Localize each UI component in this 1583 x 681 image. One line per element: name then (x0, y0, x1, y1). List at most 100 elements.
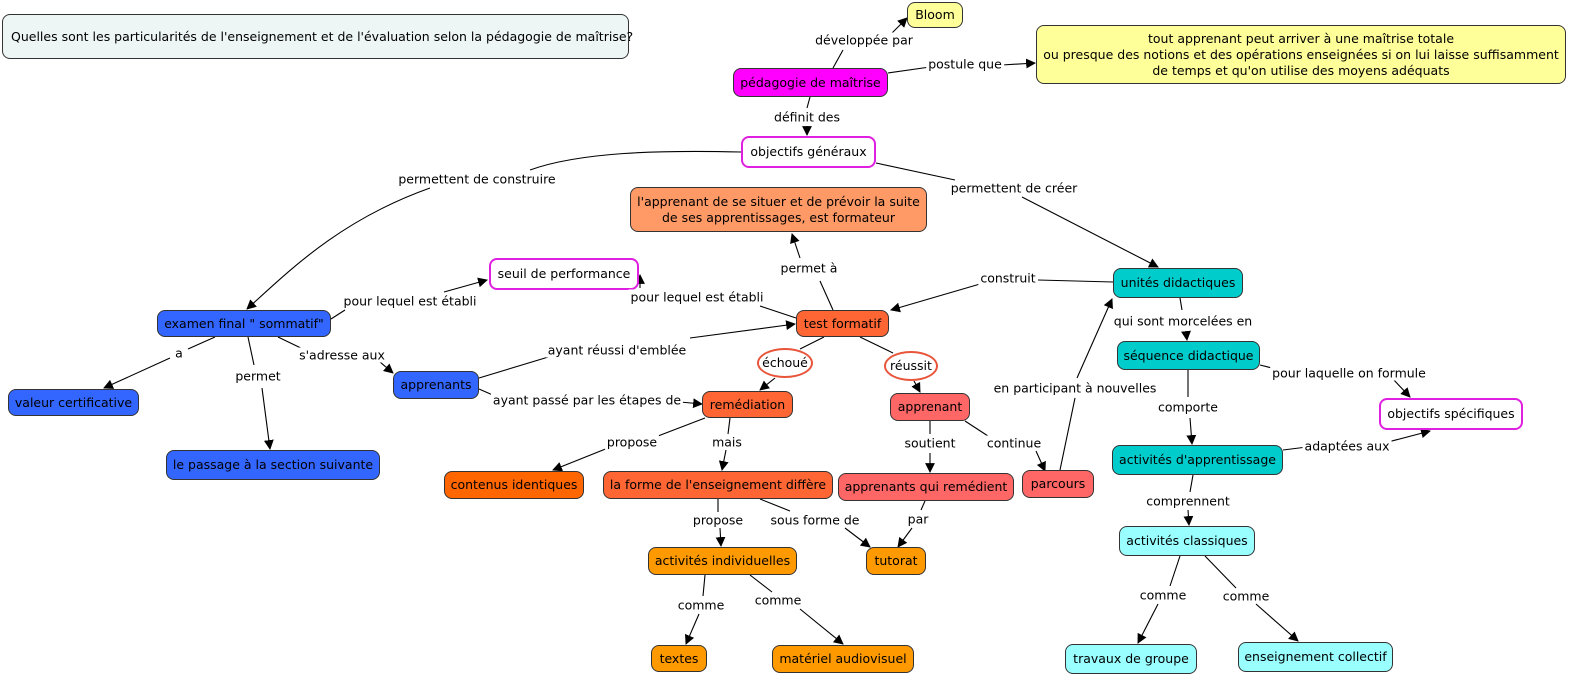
edge-apprenants-ayant (478, 354, 556, 379)
node-objectifs-specifiques[interactable]: objectifs spécifiques (1379, 398, 1523, 430)
node-remedient[interactable]: apprenants qui remédient (838, 473, 1014, 501)
link-label-developpee-par: développée par (813, 32, 915, 48)
link-label-comprennent: comprennent (1144, 493, 1232, 509)
edge-test-permet (819, 280, 834, 311)
link-label-pour-laquelle: pour laquelle on formule (1270, 365, 1428, 381)
link-label-continue: continue (984, 435, 1044, 451)
edge-remediation-mais (727, 417, 731, 435)
link-label-sous-forme: sous forme de (768, 512, 862, 528)
node-situer[interactable]: l'apprenant de se situer et de prévoir l… (630, 187, 927, 232)
edge-examen-pourlequel (330, 309, 346, 320)
node-forme[interactable]: la forme de l'enseignement diffère (603, 471, 833, 499)
node-materiel[interactable]: matériel audiovisuel (772, 645, 914, 673)
link-label-comporte: comporte (1155, 399, 1221, 415)
node-maitrise-totale-line-3: de temps et qu'on utilise des moyens adé… (1152, 62, 1450, 78)
node-situer-line-2: de ses apprentissages, est formateur (662, 209, 895, 225)
node-remediation[interactable]: remédiation (702, 391, 793, 418)
link-label-qui-sont: qui sont morcelées en (1111, 313, 1255, 329)
edge-a-valeur (103, 357, 171, 389)
edge-objectifs-creer (875, 162, 956, 181)
edge-adaptees-objectifs (1387, 428, 1431, 443)
node-textes[interactable]: textes (651, 645, 707, 672)
edge-comme2-materiel (799, 608, 844, 645)
edge-examen-permet (247, 336, 255, 366)
link-label-permet-a: permet à (778, 260, 840, 276)
edge-unites-quisont (1179, 297, 1183, 311)
node-maitrise-totale[interactable]: tout apprenant peut arriver à une maîtri… (1036, 25, 1566, 84)
link-label-soutient: soutient (902, 435, 958, 451)
node-collectif[interactable]: enseignement collectif (1238, 642, 1393, 672)
node-parcours[interactable]: parcours (1022, 470, 1094, 498)
edge-permet-situer (790, 233, 801, 259)
edge-unites-construit (1037, 279, 1114, 283)
node-seuil[interactable]: seuil de performance (489, 258, 639, 290)
edge-comprennent-classiques (1183, 509, 1194, 526)
link-label-pour-lequel-2: pour lequel est établi (628, 289, 766, 305)
edge-remediation-propose (657, 417, 706, 437)
edge-echoue-remediation (759, 377, 776, 391)
edge-examen-a (187, 336, 216, 350)
edge-test-pourlequel (759, 305, 797, 319)
node-maitrise-totale-line-2: ou presque des notions et des opérations… (1043, 46, 1559, 62)
node-passage[interactable]: le passage à la section suivante (166, 450, 380, 480)
link-label-permettent-construire: permettent de construire (396, 171, 558, 187)
edge-classiques-comme3 (1169, 555, 1181, 587)
node-apprenants[interactable]: apprenants (393, 371, 479, 399)
node-pedagogie[interactable]: pédagogie de maîtrise (733, 68, 888, 97)
node-travaux[interactable]: travaux de groupe (1065, 644, 1197, 674)
link-label-en-participant: en participant à nouvelles (991, 380, 1159, 396)
node-unites[interactable]: unités didactiques (1113, 268, 1243, 298)
edge-comme3-travaux (1137, 603, 1159, 644)
edge-par-tutorat (897, 527, 913, 548)
node-echoue[interactable]: échoué (757, 348, 813, 378)
node-contenus[interactable]: contenus identiques (444, 471, 584, 499)
node-reussit[interactable]: réussit (884, 351, 938, 381)
edge-individuelles-comme2 (749, 574, 773, 593)
link-label-comme-3: comme (1137, 587, 1189, 603)
node-activites-individuelles[interactable]: activités individuelles (648, 547, 797, 575)
node-objectifs-generaux[interactable]: objectifs généraux (741, 136, 876, 168)
edge-postule-maitrise (1001, 58, 1036, 69)
edge-comme1-textes (685, 613, 700, 645)
node-sequence[interactable]: séquence didactique (1117, 341, 1260, 370)
node-examen[interactable]: examen final " sommatif" (157, 310, 331, 337)
node-apprenant[interactable]: apprenant (890, 393, 970, 421)
edge-apprenant-continue (964, 420, 989, 437)
edge-construit-test (890, 283, 981, 313)
edge-comporte-activites (1186, 417, 1197, 445)
edge-remedient-par (920, 500, 926, 511)
edge-creer-unites (1021, 196, 1159, 268)
node-bloom[interactable]: Bloom (907, 2, 963, 28)
edge-passe-remediation (679, 398, 703, 409)
edge-reussit-apprenant (911, 380, 921, 393)
link-label-comme-4: comme (1220, 588, 1272, 604)
node-test[interactable]: test formatif (796, 310, 889, 337)
edge-enparticipant-unites (1076, 298, 1113, 379)
edge-pedagogie-definit (806, 96, 811, 109)
link-label-propose-1: propose (604, 434, 660, 450)
link-label-s-adresse: s'adresse aux (297, 347, 387, 363)
node-tutorat[interactable]: tutorat (866, 547, 926, 575)
edge-continue-parcours (1035, 450, 1046, 472)
node-activites-apprentissage[interactable]: activités d'apprentissage (1112, 445, 1283, 475)
edge-propose2-individuelles (715, 527, 726, 547)
edge-classiques-comme4 (1204, 555, 1237, 589)
link-label-ayant-reussi: ayant réussi d'emblée (545, 342, 689, 358)
edge-comme4-collectif (1255, 603, 1299, 642)
edge-mais-forme (718, 449, 729, 471)
link-label-mais: mais (710, 434, 744, 450)
edge-sousforme-tutorat (844, 527, 871, 548)
node-valeur[interactable]: valeur certificative (8, 389, 139, 416)
link-label-par: par (905, 511, 931, 527)
node-activites-classiques[interactable]: activités classiques (1119, 526, 1255, 556)
link-label-ayant-passe: ayant passé par les étapes de (490, 392, 684, 408)
edge-individuelles-comme1 (702, 574, 706, 597)
link-label-comme-2: comme (752, 592, 804, 608)
edge-construire-examen (246, 187, 431, 310)
edge-test-echoue (799, 336, 825, 350)
edge-permet-passage (261, 387, 274, 450)
edge-objectifs-construire (529, 150, 742, 171)
edge-pourlaquelle-objectifs (1391, 377, 1411, 398)
